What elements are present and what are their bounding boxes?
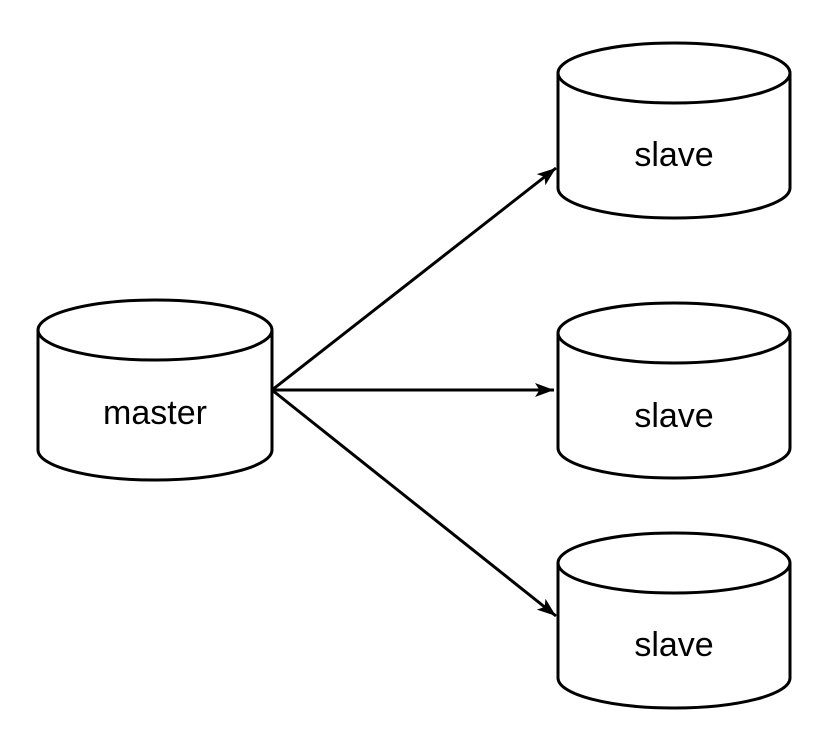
database-cylinder-icon	[556, 333, 792, 480]
database-cylinder-top-icon	[556, 301, 792, 365]
database-cylinder-icon	[556, 73, 792, 220]
slave-node-top: slave	[556, 41, 792, 220]
database-cylinder-icon	[556, 563, 792, 710]
database-cylinder-top-icon	[556, 41, 792, 105]
slave-node-label: slave	[634, 397, 713, 435]
slave-node-bottom: slave	[556, 531, 792, 710]
slave-node-middle: slave	[556, 301, 792, 480]
master-node: master	[36, 298, 274, 482]
database-cylinder-icon	[36, 330, 274, 482]
edge-master-to-slave-top	[271, 166, 557, 392]
slave-node-label: slave	[634, 626, 713, 664]
database-cylinder-top-icon	[556, 531, 792, 595]
database-cylinder-top-icon	[36, 298, 274, 362]
edges	[271, 166, 557, 618]
edge-master-to-slave-bottom	[271, 388, 557, 618]
master-node-label: master	[103, 394, 207, 432]
slave-node-label: slave	[634, 136, 713, 174]
